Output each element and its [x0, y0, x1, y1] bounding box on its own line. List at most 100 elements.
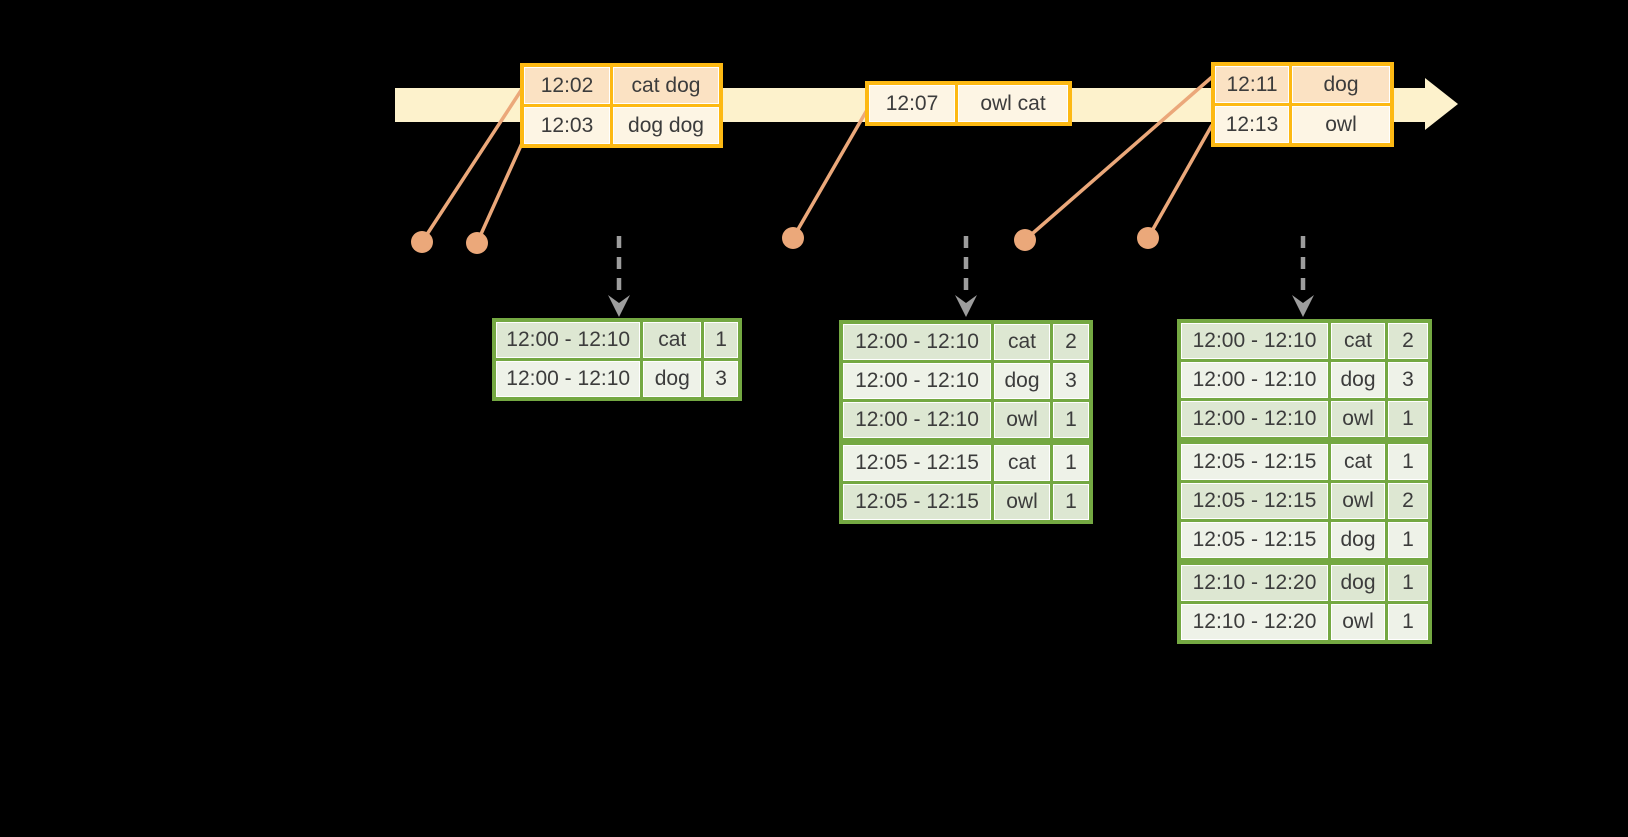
- event-words-cell: owl cat: [958, 85, 1068, 122]
- word-cell: dog: [1331, 565, 1385, 601]
- trigger-arrowheads: [608, 295, 1314, 317]
- event-dot-icon: [1014, 229, 1036, 251]
- event-time-cell: 12:03: [524, 107, 610, 144]
- arrowhead-icon: [955, 295, 977, 317]
- count-cell: 1: [1053, 484, 1089, 520]
- event-words-cell: cat dog: [613, 67, 719, 104]
- window-cell: 12:00 - 12:10: [843, 363, 991, 399]
- event-dots: [411, 227, 1159, 254]
- arrowhead-icon: [608, 295, 630, 317]
- count-cell: 1: [1053, 402, 1089, 438]
- timeline-arrowhead-icon: [1425, 78, 1458, 130]
- word-cell: cat: [1331, 323, 1385, 359]
- count-cell: 3: [1388, 362, 1428, 398]
- event-dot-icon: [466, 232, 488, 254]
- word-cell: dog: [1331, 522, 1385, 558]
- count-cell: 2: [1388, 323, 1428, 359]
- window-cell: 12:05 - 12:15: [1181, 444, 1328, 480]
- word-cell: dog: [1331, 362, 1385, 398]
- word-cell: owl: [994, 402, 1050, 438]
- event-dot-icon: [1137, 227, 1159, 249]
- word-cell: cat: [643, 322, 702, 358]
- event-words-cell: owl: [1292, 106, 1390, 143]
- connector-line: [1023, 75, 1214, 242]
- event-time-cell: 12:02: [524, 67, 610, 104]
- event-words-cell: dog dog: [613, 107, 719, 144]
- count-cell: 1: [1053, 445, 1089, 481]
- event-time-cell: 12:13: [1215, 106, 1289, 143]
- word-cell: owl: [1331, 401, 1385, 437]
- window-cell: 12:00 - 12:10: [1181, 362, 1328, 398]
- event-dot-icon: [782, 227, 804, 249]
- event-time-cell: 12:07: [869, 85, 955, 122]
- word-cell: cat: [1331, 444, 1385, 480]
- word-cell: owl: [994, 484, 1050, 520]
- word-cell: dog: [643, 361, 702, 397]
- count-cell: 3: [1053, 363, 1089, 399]
- event-words-cell: dog: [1292, 66, 1390, 103]
- count-cell: 1: [1388, 401, 1428, 437]
- window-cell: 12:00 - 12:10: [1181, 323, 1328, 359]
- event-dot-icon: [411, 231, 433, 253]
- window-cell: 12:00 - 12:10: [496, 361, 641, 397]
- count-cell: 3: [704, 361, 738, 397]
- event-connector-lines: [420, 75, 1214, 244]
- window-cell: 12:00 - 12:10: [1181, 401, 1328, 437]
- word-cell: owl: [1331, 604, 1385, 640]
- word-cell: owl: [1331, 483, 1385, 519]
- window-cell: 12:00 - 12:10: [496, 322, 641, 358]
- count-cell: 2: [1053, 324, 1089, 360]
- count-cell: 1: [1388, 444, 1428, 480]
- word-cell: cat: [994, 445, 1050, 481]
- count-cell: 1: [704, 322, 738, 358]
- event-time-cell: 12:11: [1215, 66, 1289, 103]
- count-cell: 1: [1388, 604, 1428, 640]
- word-cell: dog: [994, 363, 1050, 399]
- window-cell: 12:05 - 12:15: [1181, 522, 1328, 558]
- window-cell: 12:05 - 12:15: [843, 484, 991, 520]
- count-cell: 1: [1388, 522, 1428, 558]
- window-cell: 12:05 - 12:15: [843, 445, 991, 481]
- connector-line: [791, 109, 869, 239]
- window-cell: 12:10 - 12:20: [1181, 565, 1328, 601]
- count-cell: 1: [1388, 565, 1428, 601]
- window-cell: 12:05 - 12:15: [1181, 483, 1328, 519]
- window-cell: 12:10 - 12:20: [1181, 604, 1328, 640]
- word-cell: cat: [994, 324, 1050, 360]
- window-cell: 12:00 - 12:10: [843, 324, 991, 360]
- arrowhead-icon: [1292, 295, 1314, 317]
- count-cell: 2: [1388, 483, 1428, 519]
- connector-line: [420, 88, 524, 243]
- window-cell: 12:00 - 12:10: [843, 402, 991, 438]
- connector-line: [475, 140, 525, 244]
- connector-line: [1146, 124, 1214, 239]
